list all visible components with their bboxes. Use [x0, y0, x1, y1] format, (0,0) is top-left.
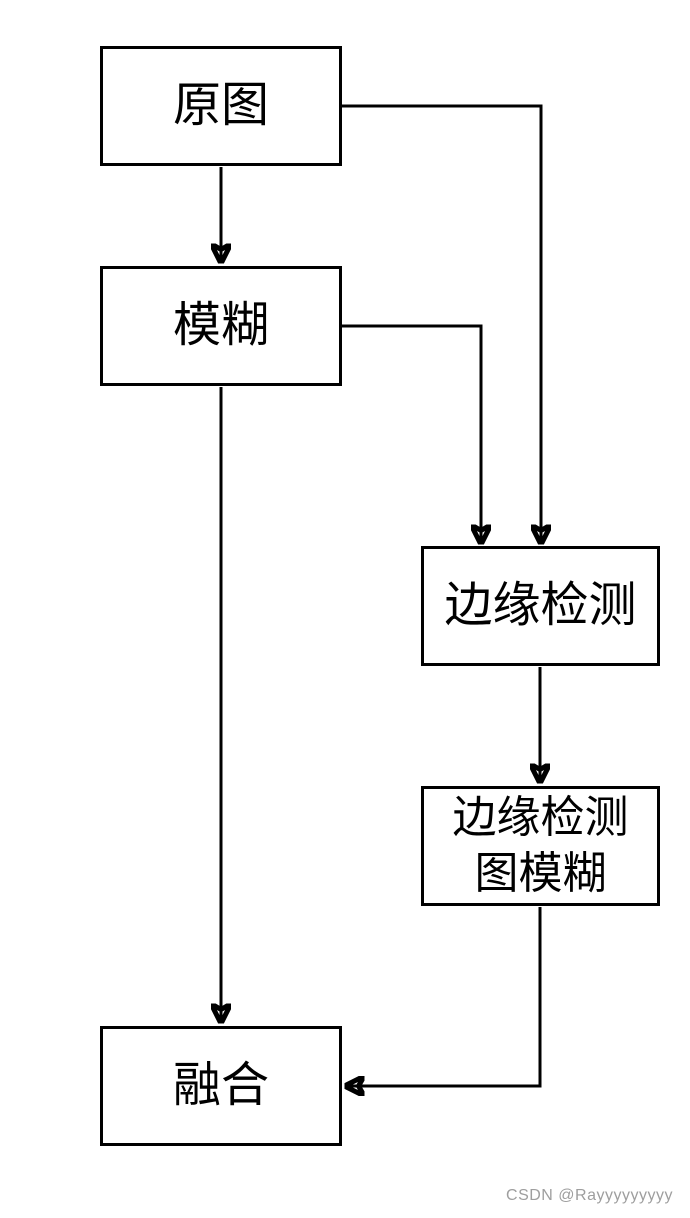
node-original-image: 原图: [100, 46, 342, 166]
edge-edge-detection-blur-to-fusion: [346, 907, 542, 1086]
node-fusion-label: 融合: [172, 1058, 269, 1112]
node-original-image-label: 原图: [172, 78, 269, 132]
edge-blur-to-edge-detection: [342, 324, 481, 543]
node-blur: 模糊: [100, 266, 342, 386]
node-edge-detection-blur: 边缘检测 图模糊: [421, 786, 660, 906]
node-edge-detection-blur-label-line2: 图模糊: [474, 849, 607, 898]
node-edge-detection: 边缘检测: [421, 546, 660, 666]
node-edge-detection-blur-label-line1: 边缘检测: [452, 792, 629, 842]
node-edge-detection-label: 边缘检测: [444, 578, 637, 632]
edge-original-to-edge-detection: [342, 104, 541, 543]
csdn-watermark: CSDN @Rayyyyyyyyy: [506, 1187, 673, 1204]
node-fusion: 融合: [100, 1026, 342, 1146]
node-blur-label: 模糊: [172, 298, 269, 352]
